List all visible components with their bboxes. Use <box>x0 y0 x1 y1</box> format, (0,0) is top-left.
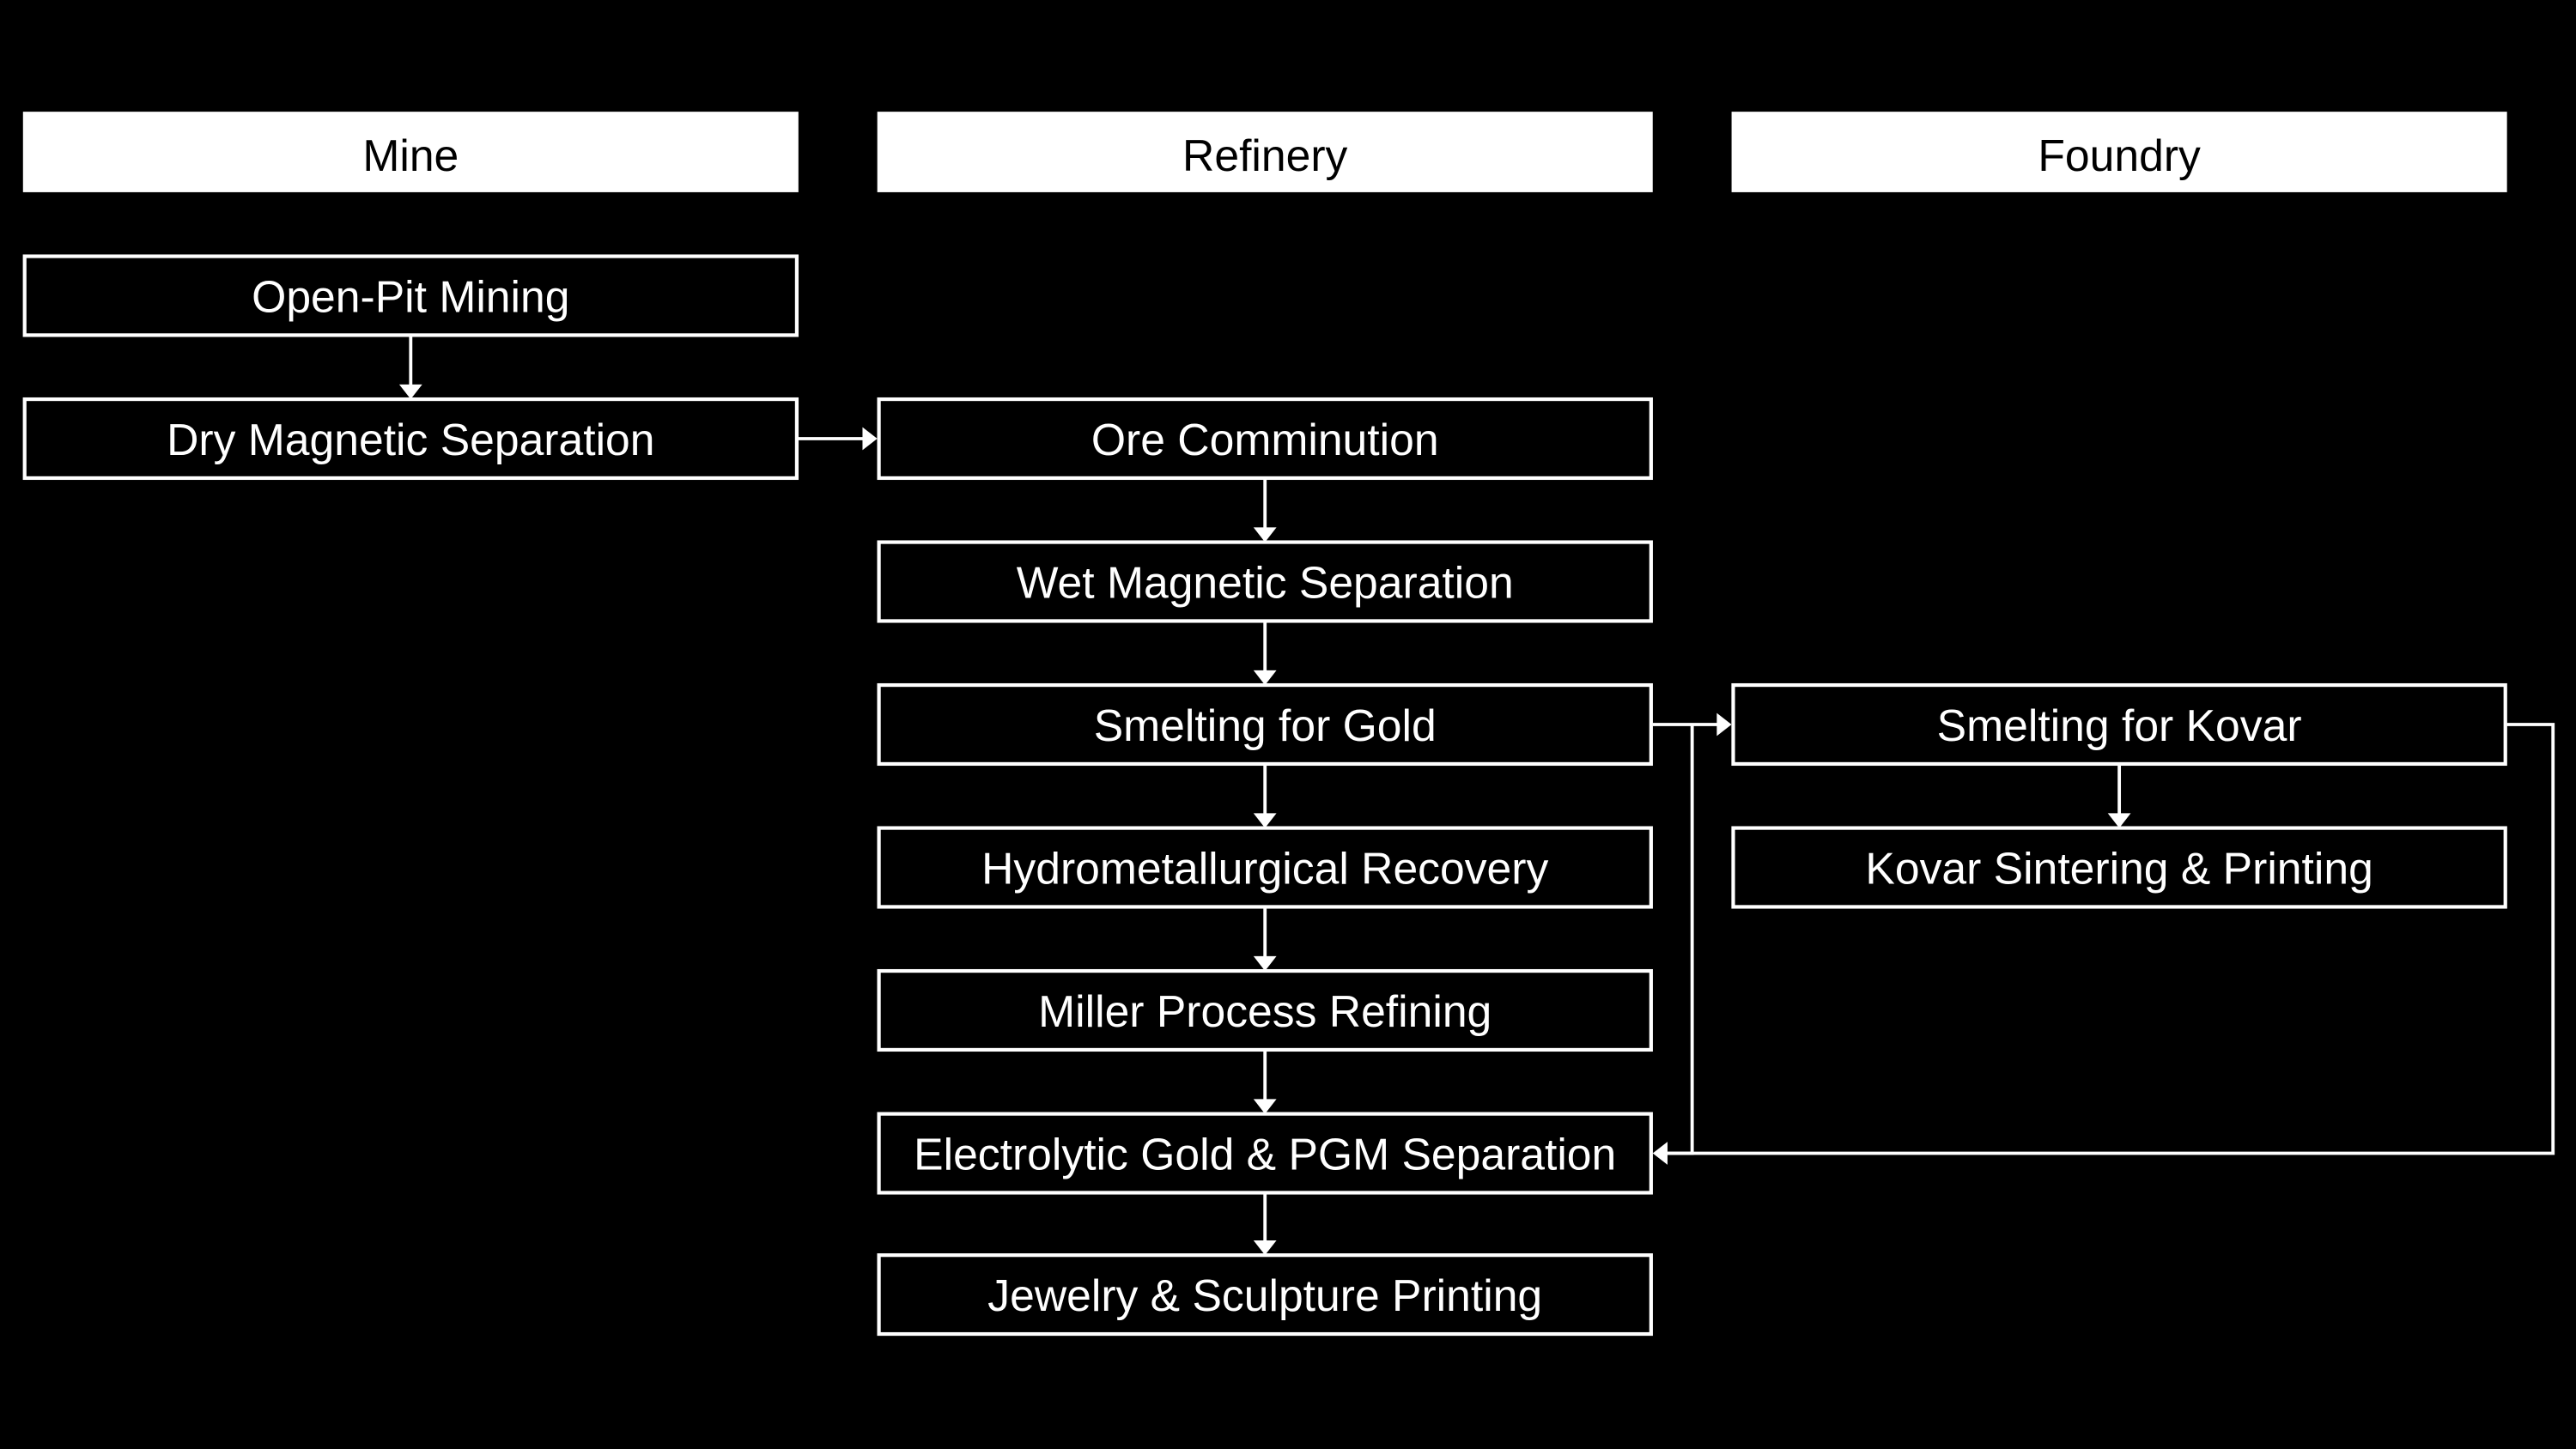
edge-smelt-gold-to-smelt-kovar <box>1652 712 1732 737</box>
node-wet-magnetic-separation[interactable]: Wet Magnetic Separation <box>877 540 1653 623</box>
lane-header-label: Foundry <box>2038 130 2201 180</box>
edge-smelt-kovar-to-kovar-sinter <box>2107 763 2131 828</box>
lane-header-refinery: Refinery <box>877 112 1653 192</box>
arrow-down-icon <box>1253 955 1277 972</box>
node-ore-comminution[interactable]: Ore Comminution <box>877 397 1653 481</box>
node-miller-process-refining[interactable]: Miller Process Refining <box>877 968 1653 1052</box>
lane-header-label: Mine <box>362 130 459 180</box>
node-label: Dry Magnetic Separation <box>167 415 654 464</box>
edge-dry-mag-to-ore-comm <box>798 427 878 451</box>
node-label: Open-Pit Mining <box>252 272 569 322</box>
arrow-down-icon <box>2107 813 2131 828</box>
edges <box>398 335 2555 1256</box>
lane-header-mine: Mine <box>22 112 799 192</box>
node-label: Ore Comminution <box>1091 415 1439 464</box>
node-label: Wet Magnetic Separation <box>1017 558 1514 608</box>
node-label: Electrolytic Gold & PGM Separation <box>914 1130 1616 1179</box>
node-label: Smelting for Kovar <box>1937 700 2302 750</box>
arrow-down-icon <box>398 384 422 400</box>
node-smelting-for-gold[interactable]: Smelting for Gold <box>877 682 1653 767</box>
node-jewelry-sculpture-printing[interactable]: Jewelry & Sculpture Printing <box>877 1253 1653 1337</box>
node-dry-magnetic-separation[interactable]: Dry Magnetic Separation <box>22 397 799 481</box>
node-electrolytic-gold-pgm-separation[interactable]: Electrolytic Gold & PGM Separation <box>877 1112 1653 1195</box>
node-hydrometallurgical-recovery[interactable]: Hydrometallurgical Recovery <box>877 826 1653 909</box>
edge-electro-to-jewelry <box>1253 1192 1277 1256</box>
lane-header-label: Refinery <box>1182 130 1347 180</box>
node-label: Smelting for Gold <box>1094 700 1437 750</box>
arrow-down-icon <box>1253 1099 1277 1114</box>
arrow-left-icon <box>1652 1142 1668 1165</box>
edge-miller-to-electro <box>1253 1049 1277 1114</box>
node-label: Jewelry & Sculpture Printing <box>987 1270 1542 1320</box>
node-label: Miller Process Refining <box>1038 986 1492 1036</box>
arrow-down-icon <box>1253 527 1277 543</box>
edge-smelt-gold-to-hydro <box>1253 763 1277 828</box>
node-label: Kovar Sintering & Printing <box>1865 844 2372 894</box>
arrow-right-icon <box>862 427 878 451</box>
arrow-right-icon <box>1716 712 1732 737</box>
edge-hydro-to-miller <box>1253 906 1277 972</box>
edge-smelt-kovar-to-electro <box>1652 723 2555 1165</box>
node-open-pit-mining[interactable]: Open-Pit Mining <box>22 254 799 337</box>
node-smelting-for-kovar[interactable]: Smelting for Kovar <box>1731 682 2507 767</box>
edge-open-pit-to-dry-mag <box>398 335 422 400</box>
node-label: Hydrometallurgical Recovery <box>981 844 1548 894</box>
arrow-down-icon <box>1253 813 1277 828</box>
lane-header-foundry: Foundry <box>1731 112 2507 192</box>
arrow-down-icon <box>1253 670 1277 686</box>
edge-wet-mag-to-smelt-gold <box>1253 621 1277 686</box>
edge-ore-comm-to-wet-mag <box>1253 477 1277 543</box>
arrow-down-icon <box>1253 1240 1277 1256</box>
node-kovar-sintering-printing[interactable]: Kovar Sintering & Printing <box>1731 826 2507 909</box>
